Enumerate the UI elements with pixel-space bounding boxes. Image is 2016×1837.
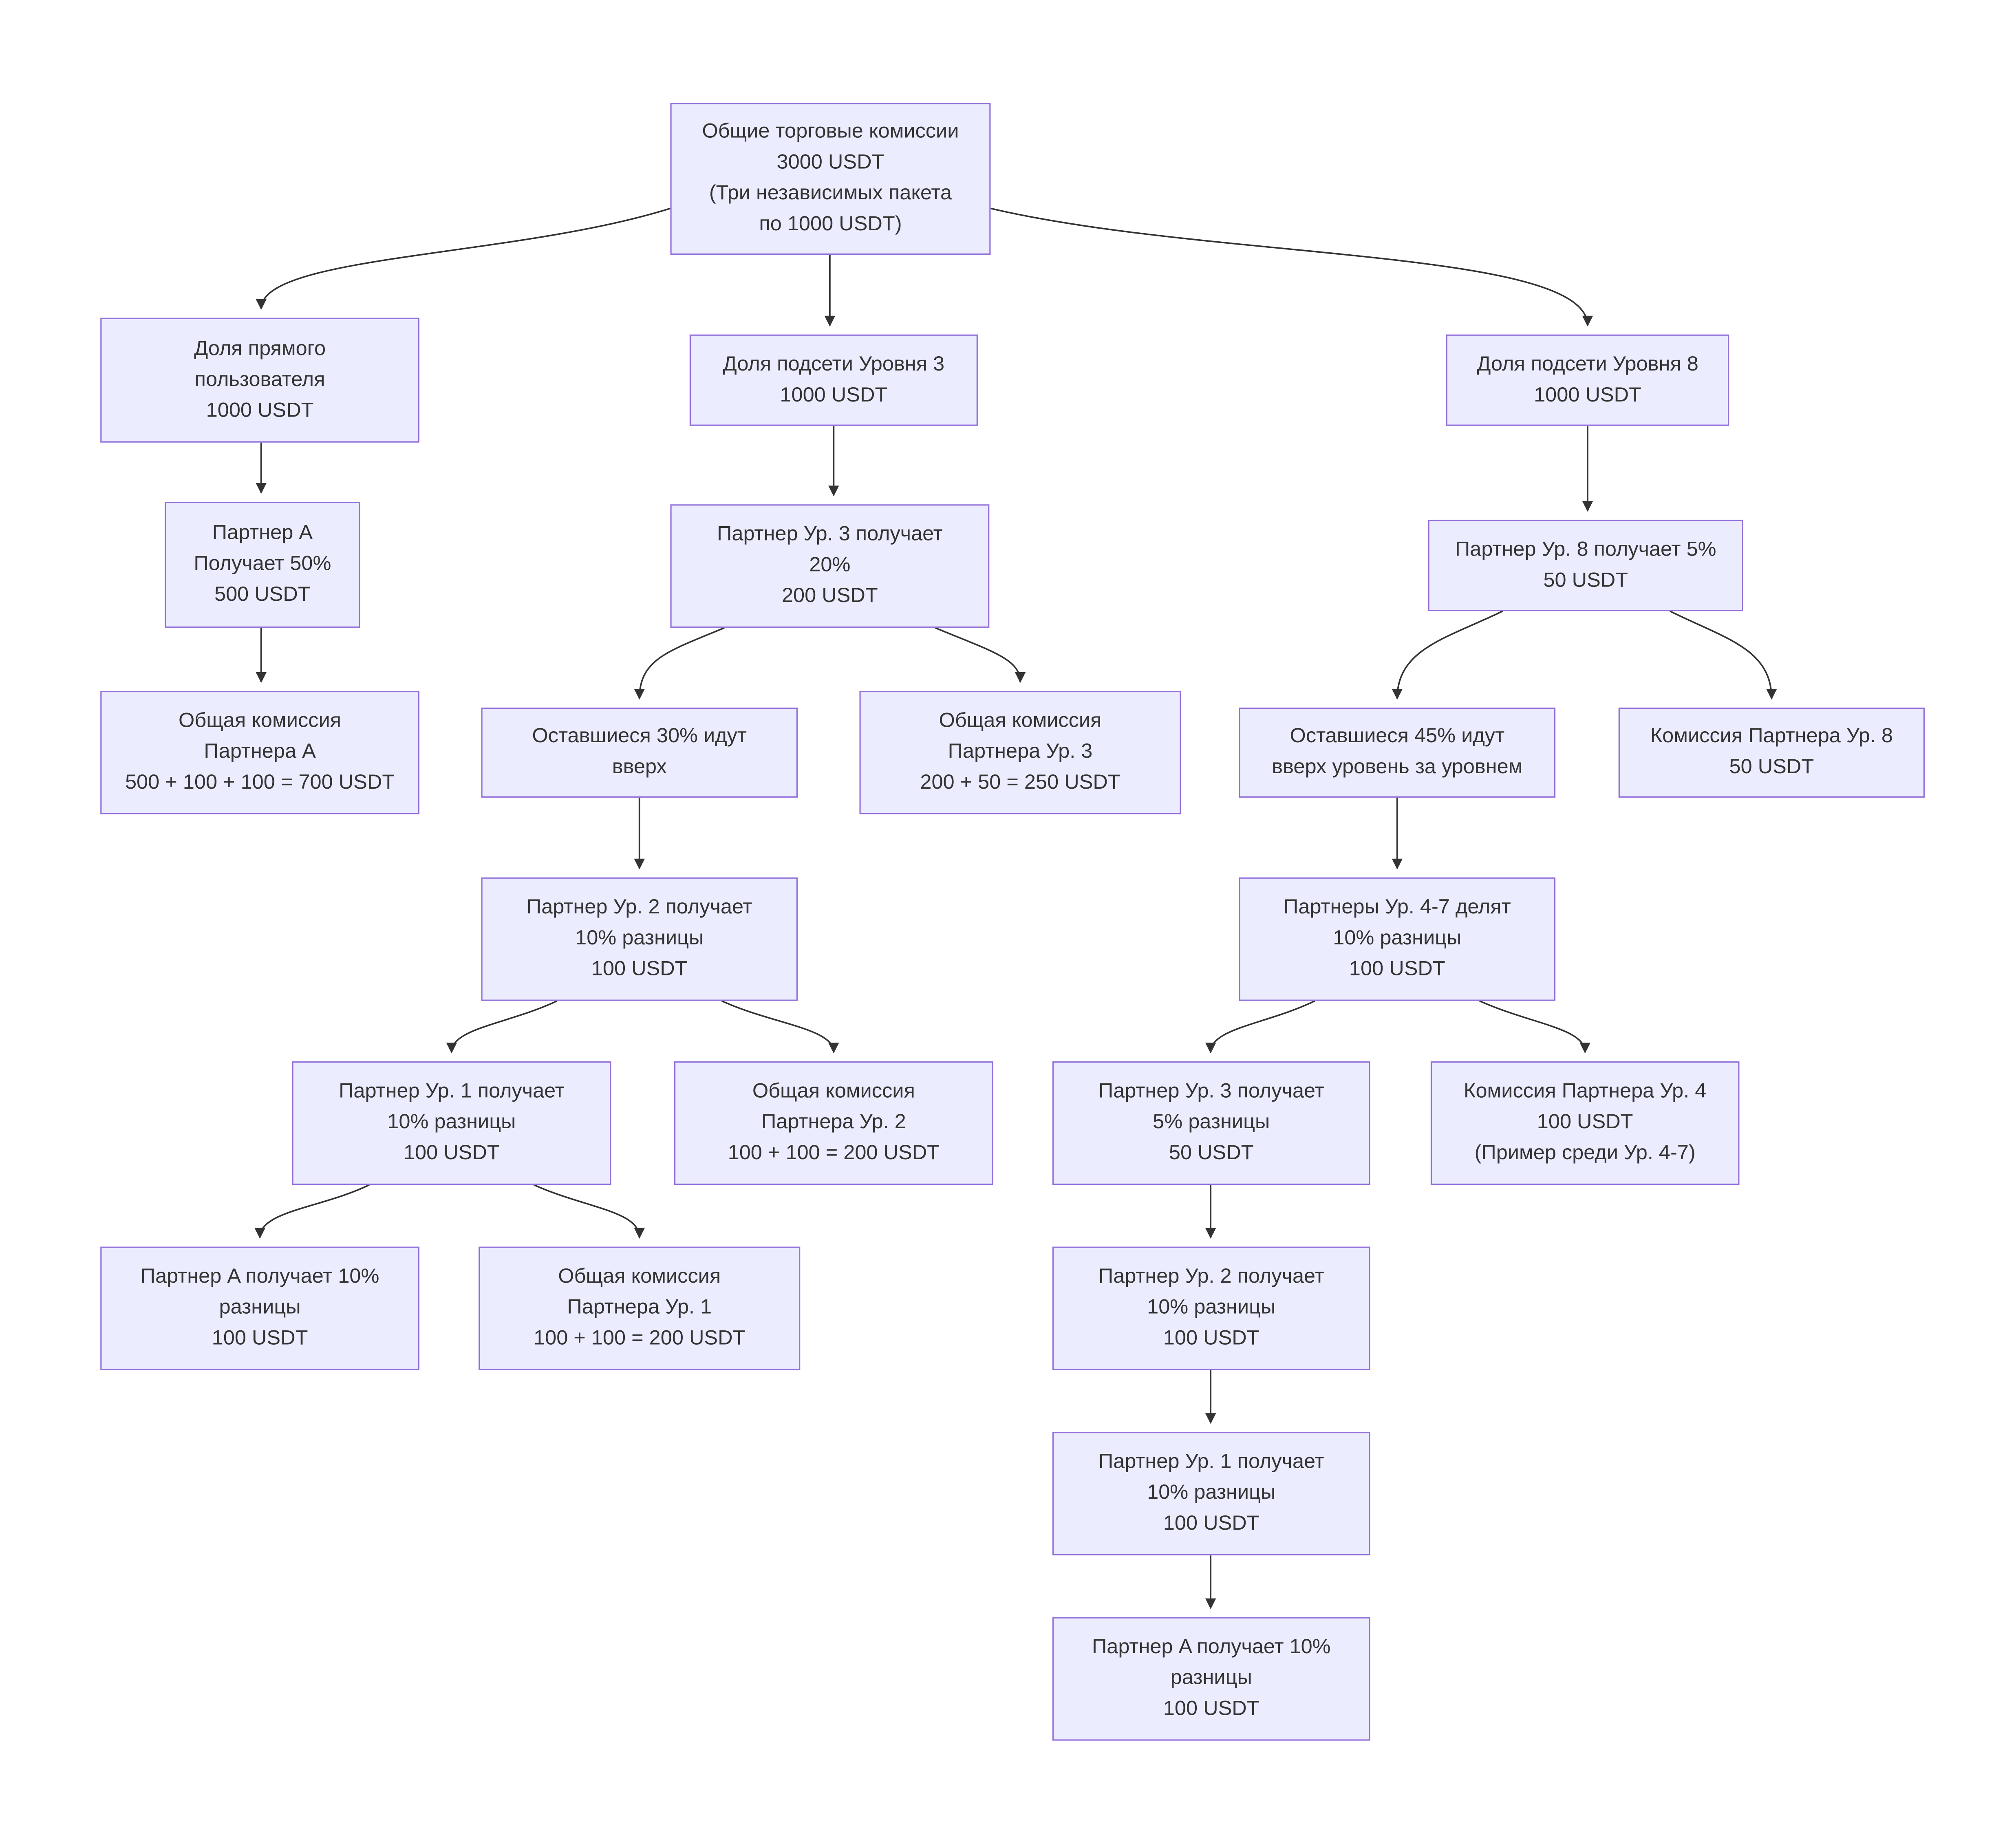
edge-lvl2-to-lvl1 xyxy=(446,1000,558,1054)
node-subnet-level8-share: Доля подсети Уровня 8 1000 USDT xyxy=(1446,334,1729,426)
node-partner-a-total-commission: Общая комиссия Партнера A 500 + 100 + 10… xyxy=(100,690,419,815)
edge-total-to-direct-share xyxy=(256,207,671,310)
node-partner-a-gets-10-right: Партнер A получает 10% разницы 100 USDT xyxy=(1052,1617,1370,1741)
node-levels-4-7-split: Партнеры Ур. 4-7 делят 10% разницы 100 U… xyxy=(1239,877,1556,1001)
node-level1-total-commission: Общая комиссия Партнера Ур. 1 100 + 100 … xyxy=(479,1246,801,1370)
edge-lvl47-to-lvl3-right xyxy=(1205,1000,1315,1054)
node-level1-gets-10-mid: Партнер Ур. 1 получает 10% разницы 100 U… xyxy=(292,1061,611,1185)
node-level4-commission: Комиссия Партнера Ур. 4 100 USDT (Пример… xyxy=(1430,1061,1740,1185)
node-partner-a-gets-10-mid: Партнер A получает 10% разницы 100 USDT xyxy=(100,1246,419,1370)
node-level1-gets-10-right: Партнер Ур. 1 получает 10% разницы 100 U… xyxy=(1052,1432,1370,1556)
edge-lvl3-to-lvl3-total xyxy=(935,627,1026,683)
edge-lvl1-to-lvl1-total xyxy=(534,1184,645,1239)
node-level8-gets-5: Партнер Ур. 8 получает 5% 50 USDT xyxy=(1428,520,1743,611)
node-subnet-level3-share: Доля подсети Уровня 3 1000 USDT xyxy=(689,334,978,426)
edge-lvl8-to-lvl8-comm xyxy=(1670,610,1777,700)
node-level3-gets-20: Партнер Ур. 3 получает 20% 200 USDT xyxy=(670,504,990,628)
edge-lvl1-to-partner-a-10 xyxy=(254,1184,370,1239)
edge-lvl47-to-lvl4-comm xyxy=(1479,1000,1590,1054)
node-total-commissions: Общие торговые комиссии 3000 USDT (Три н… xyxy=(670,103,991,255)
edge-lvl2-to-lvl2-total xyxy=(721,1000,839,1054)
edge-total-to-subnet8 xyxy=(990,207,1593,327)
node-partner-a-gets-50: Партнер A Получает 50% 500 USDT xyxy=(165,501,360,628)
node-remaining-30-up: Оставшиеся 30% идут вверх xyxy=(481,708,798,798)
node-direct-user-share: Доля прямого пользователя 1000 USDT xyxy=(100,318,419,443)
node-level3-total-commission: Общая комиссия Партнера Ур. 3 200 + 50 =… xyxy=(859,690,1181,815)
node-level2-total-commission: Общая комиссия Партнера Ур. 2 100 + 100 … xyxy=(674,1061,993,1185)
node-level2-gets-10-mid: Партнер Ур. 2 получает 10% разницы 100 U… xyxy=(481,877,798,1001)
node-level3-gets-5-right: Партнер Ур. 3 получает 5% разницы 50 USD… xyxy=(1052,1061,1370,1185)
node-level2-gets-10-right: Партнер Ур. 2 получает 10% разницы 100 U… xyxy=(1052,1246,1370,1370)
node-remaining-45-up: Оставшиеся 45% идут вверх уровень за уро… xyxy=(1239,708,1556,798)
edge-lvl3-to-remaining30 xyxy=(634,627,725,700)
edge-lvl8-to-remaining45 xyxy=(1392,610,1503,700)
node-level8-commission: Комиссия Партнера Ур. 8 50 USDT xyxy=(1618,708,1925,798)
